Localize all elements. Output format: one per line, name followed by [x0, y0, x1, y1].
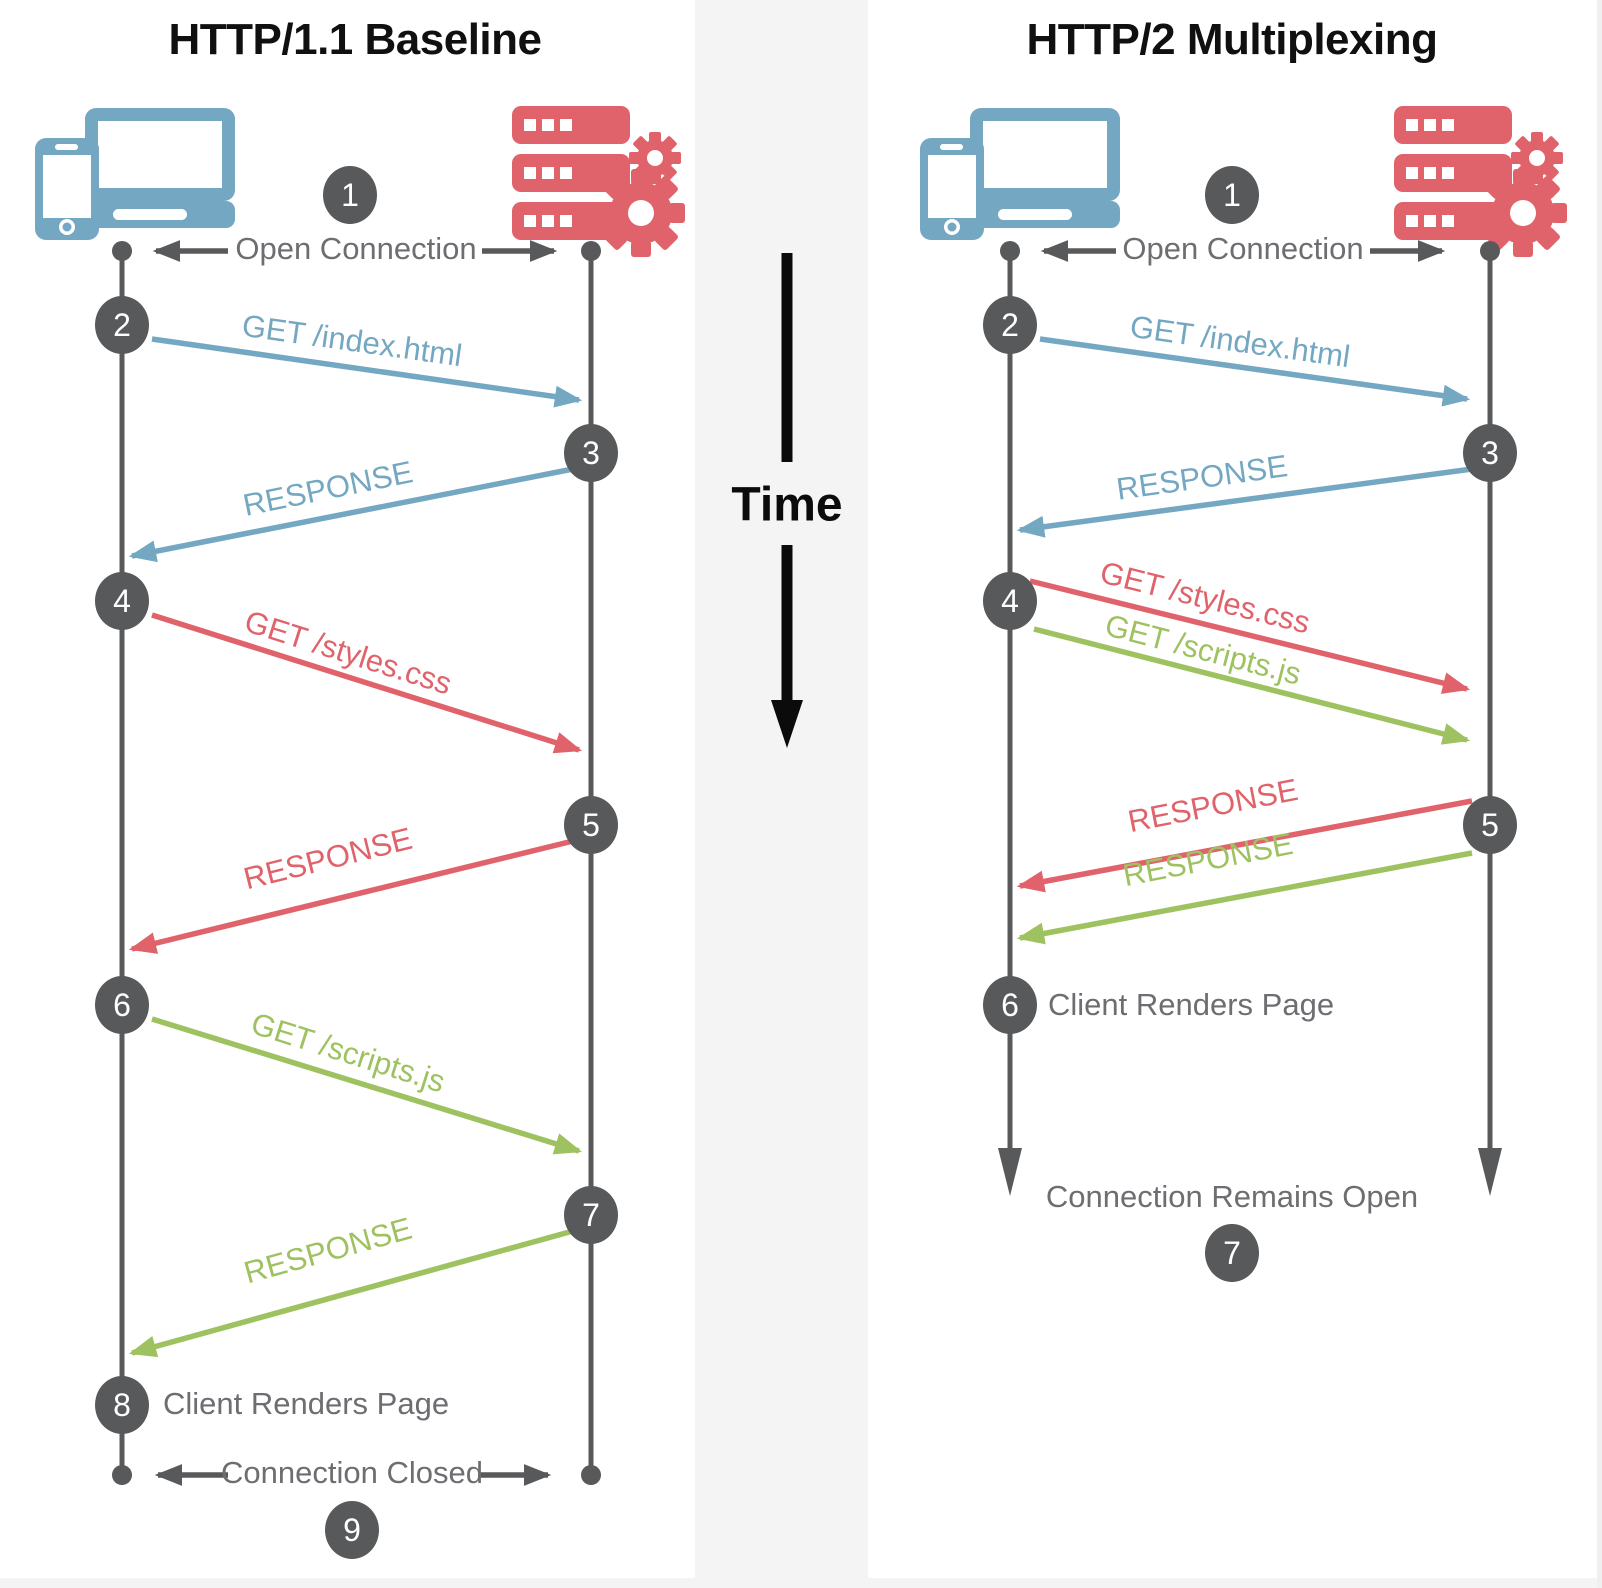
client-connection-dot — [112, 241, 132, 261]
arrow-get-styles — [1029, 578, 1471, 694]
step-badge-9: 9 — [325, 1501, 379, 1559]
step-badge-6: 6 — [983, 976, 1037, 1034]
server-connection-dot — [581, 241, 601, 261]
client-renders-label: Client Renders Page — [163, 1386, 450, 1421]
client-devices-icon — [920, 108, 1120, 240]
server-icon — [1394, 106, 1567, 257]
step-badge-8: 8 — [95, 1376, 149, 1434]
arrow-response-scripts — [1016, 850, 1473, 945]
step-badge-2: 2 — [95, 296, 149, 354]
arrow-response-styles — [128, 838, 574, 954]
arrow-response-index — [128, 466, 574, 563]
footer-strip — [0, 1578, 1602, 1588]
step-badge-7: 7 — [564, 1186, 618, 1244]
step-badge-2: 2 — [983, 296, 1037, 354]
server-icon — [512, 106, 685, 257]
http2-title: HTTP/2 Multiplexing — [1026, 15, 1438, 64]
right-edge-border — [1597, 0, 1602, 1588]
client-close-dot — [112, 1465, 132, 1485]
step-badge-3: 3 — [564, 424, 618, 482]
client-devices-icon — [35, 108, 235, 240]
arrow-get-index — [1039, 336, 1471, 407]
connection-closed-label: Connection Closed — [221, 1455, 483, 1490]
step-badge-4: 4 — [95, 572, 149, 630]
server-close-dot — [581, 1465, 601, 1485]
http11-panel-graphics — [35, 106, 685, 1486]
open-connection-label: Open Connection — [1122, 231, 1364, 266]
arrow-get-styles — [151, 612, 583, 754]
connection-remains-open-label: Connection Remains Open — [1045, 1179, 1419, 1214]
step-badge-1: 1 — [323, 166, 377, 224]
arrow-get-scripts — [1033, 626, 1471, 745]
arrow-get-scripts — [151, 1016, 583, 1155]
arrow-get-index — [151, 336, 583, 408]
time-label: Time — [731, 478, 843, 532]
step-badge-3: 3 — [1463, 424, 1517, 482]
arrow-response-index — [1016, 466, 1473, 538]
client-lifeline-arrowhead — [998, 1148, 1022, 1196]
server-connection-dot — [1480, 241, 1500, 261]
http11-title: HTTP/1.1 Baseline — [168, 15, 542, 64]
open-connection-label: Open Connection — [235, 231, 477, 266]
arrow-response-styles — [1016, 798, 1473, 893]
arrow-response-scripts — [128, 1228, 574, 1358]
client-connection-dot — [1000, 241, 1020, 261]
step-badge-5: 5 — [1463, 796, 1517, 854]
step-badge-5: 5 — [564, 796, 618, 854]
step-badge-1: 1 — [1205, 166, 1259, 224]
time-arrowhead — [771, 700, 803, 748]
server-lifeline-arrowhead — [1478, 1148, 1502, 1196]
step-badge-4: 4 — [983, 572, 1037, 630]
time-axis — [771, 253, 803, 748]
step-badge-6: 6 — [95, 976, 149, 1034]
client-renders-label: Client Renders Page — [1048, 987, 1335, 1022]
step-badge-7: 7 — [1205, 1224, 1259, 1282]
